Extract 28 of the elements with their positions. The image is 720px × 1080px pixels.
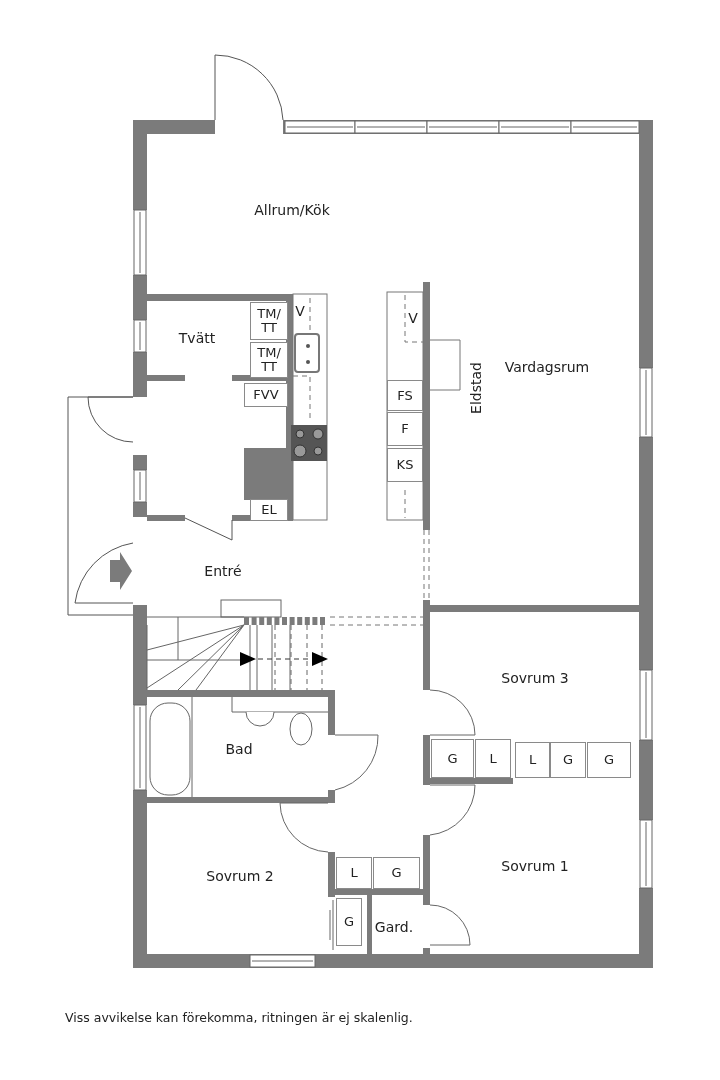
cabinet-box: G	[373, 857, 420, 889]
cabinet-box: L	[515, 742, 550, 778]
cabinet-box: EL	[250, 499, 288, 521]
room-label: Vardagsrum	[504, 359, 590, 375]
caption: Viss avvikelse kan förekomma, ritningen är ej skalenlig.	[65, 1010, 413, 1025]
cabinet-box: G	[587, 742, 631, 778]
room-label: Eldstad	[468, 362, 484, 414]
cabinet-box: TM/ TT	[250, 342, 288, 378]
cabinet-box: G	[550, 742, 586, 778]
cabinet-box: FS	[387, 380, 423, 411]
cabinet-box: L	[336, 857, 372, 889]
cabinet-box: G	[431, 739, 474, 778]
cabinet-box: TM/ TT	[250, 302, 288, 340]
room-label: Sovrum 1	[501, 858, 569, 874]
cabinet-box: L	[475, 739, 511, 778]
cabinet-box: FVV	[244, 383, 288, 407]
room-label: Bad	[225, 741, 253, 757]
room-label: Allrum/Kök	[254, 202, 330, 218]
room-label: Entré	[204, 563, 242, 579]
cabinet-box: KS	[387, 448, 423, 482]
room-label: Gard.	[374, 919, 414, 935]
room-label: V	[295, 303, 305, 319]
cabinet-box: F	[387, 412, 423, 446]
room-label: Sovrum 2	[206, 868, 274, 884]
cabinet-box: G	[336, 898, 362, 946]
room-label: V	[408, 310, 418, 326]
room-label: Tvätt	[178, 330, 216, 346]
room-label: Sovrum 3	[501, 670, 569, 686]
